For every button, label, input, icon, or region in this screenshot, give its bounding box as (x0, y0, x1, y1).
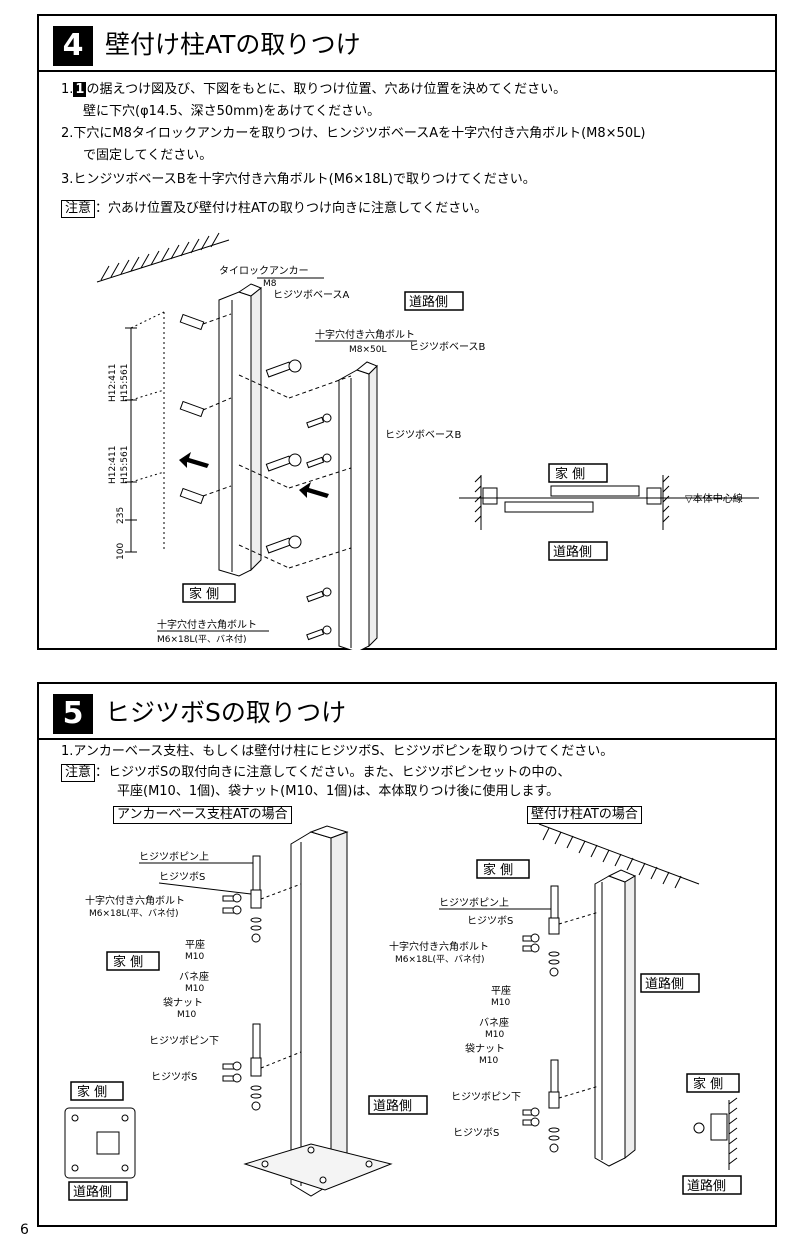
dimension-label: H12:411 (108, 364, 118, 402)
bolt-label: 十字穴付き六角ボルト (389, 940, 489, 953)
instruction-text: の据えつけ図及び、下図をもとに、取りつけ位置、穴あけ位置を決めてください。 (86, 82, 567, 97)
house-side-label: 家 側 (113, 954, 143, 970)
bolt-label: 十字穴付き六角ボルト (85, 894, 185, 907)
center-line-label: ▽本体中心線 (685, 492, 743, 505)
tie-lock-anchor-label: タイロックアンカー (219, 265, 309, 277)
section-number: 4 (53, 26, 93, 66)
small-road-label: 道路側 (687, 1178, 726, 1194)
hinge-base-a-label: ヒジツボベースA (273, 289, 349, 301)
height-dimension-line (125, 311, 165, 553)
pin-bottom-label: ヒジツボピン下 (451, 1091, 521, 1103)
caution-text: ：ヒジツボSの取付向きに注意してください。また、ヒジツボピンセットの中の、 (95, 765, 571, 780)
hinge-base-b (338, 361, 378, 650)
dimension-label: H15:561 (120, 446, 130, 484)
hinge-s-label: ヒジツボS (467, 915, 513, 927)
right-subtitle: 壁付け柱ATの場合 (527, 806, 642, 824)
house-side-label: 家 側 (483, 862, 513, 878)
hinge-s-label: ヒジツボS (453, 1127, 499, 1139)
spring-washer-spec: M10 (485, 1030, 504, 1040)
spring-washer-spec: M10 (185, 984, 204, 994)
dimension-label: 235 (116, 507, 126, 524)
m8-label: M8 (263, 279, 277, 289)
hinge-s-label: ヒジツボS (159, 871, 205, 883)
dimension-label: H12:411 (108, 446, 118, 484)
tie-lock-anchor (179, 313, 205, 505)
small-road-label: 道路側 (73, 1184, 112, 1200)
base-plate-plan (64, 1107, 136, 1179)
direction-arrow (179, 452, 329, 498)
instruction-number: 1. (61, 82, 74, 97)
caution-note: 注意：穴あけ位置及び壁付け柱ATの取りつけ向きに注意してください。 (61, 200, 487, 218)
left-subtitle: アンカーベース支柱ATの場合 (113, 806, 292, 824)
anchor-base-post (243, 825, 393, 1197)
washer-label: 平座 (491, 984, 511, 997)
washer-spec: M10 (185, 952, 204, 962)
instruction-2a: 2.下穴にM8タイロックアンカーを取りつけ、ヒンジツボベースAを十字穴付き六角ボ… (61, 126, 646, 141)
small-house-label: 家 側 (77, 1084, 107, 1100)
left-hinge-hardware (222, 855, 262, 1111)
section-number: 5 (53, 694, 93, 734)
section-4-header: 4 壁付け柱ATの取りつけ (39, 16, 775, 72)
bolt-spec: M6×18L(平、バネ付) (89, 908, 179, 919)
hinge-assembly-diagram: ヒジツボピン上 ヒジツボS 十字穴付き六角ボルト M6×18L(平、バネ付) 家… (64, 824, 742, 1201)
house-side-label: 家 側 (189, 586, 219, 602)
right-hinge-hardware (522, 885, 560, 1153)
cap-nut-spec: M10 (479, 1056, 498, 1066)
hinge-base-a (218, 283, 262, 577)
hinge-s-label: ヒジツボS (151, 1071, 197, 1083)
washer-label: 平座 (185, 938, 205, 951)
dimension-label: H15:561 (120, 364, 130, 402)
m8-bolt (265, 359, 302, 554)
cap-nut-spec: M10 (177, 1010, 196, 1020)
caution-label: 注意 (61, 200, 96, 218)
road-side-label: 道路側 (409, 294, 448, 310)
wall-hatching (538, 824, 700, 889)
caution-label: 注意 (61, 764, 96, 782)
cap-nut-label: 袋ナット (163, 996, 203, 1009)
instruction-1b: 壁に下穴(φ14.5、深さ50mm)をあけてください。 (83, 104, 381, 119)
page-number: 6 (20, 1222, 29, 1238)
small-house-label: 家 側 (693, 1076, 723, 1092)
m8-bolt-spec: M8×50L (349, 345, 387, 355)
instruction-1: 1.アンカーベース支柱、もしくは壁付け柱にヒジツボS、ヒジツボピンを取りつけてく… (61, 744, 614, 759)
cap-nut-label: 袋ナット (465, 1042, 505, 1055)
caution-text: ：穴あけ位置及び壁付け柱ATの取りつけ向きに注意してください。 (95, 201, 488, 216)
caution-note: 注意：ヒジツボSの取付向きに注意してください。また、ヒジツボピンセットの中の、 (61, 764, 571, 782)
spring-washer-label: バネ座 (479, 1016, 509, 1029)
section-title: ヒジツボSの取りつけ (105, 698, 347, 727)
m6-bolt-spec: M6×18L(平、バネ付) (157, 634, 247, 645)
m6-bolt (306, 413, 332, 641)
spring-washer-label: バネ座 (179, 970, 209, 983)
caution-text-2: 平座(M10、1個)、袋ナット(M10、1個)は、本体取りつけ後に使用します。 (117, 784, 560, 799)
hinge-base-b-label: ヒジツボベースB (385, 429, 461, 441)
bolt-spec: M6×18L(平、バネ付) (395, 954, 485, 965)
instruction-2b: で固定してください。 (83, 148, 213, 163)
wall-mount-diagram: H12:411 H15:561 H12:411 H15:561 235 100 (96, 232, 759, 650)
anchor-bolt (261, 1146, 373, 1184)
plan-house-label: 家 側 (555, 466, 585, 482)
m6-bolt-label: 十字穴付き六角ボルト (157, 618, 257, 631)
instruction-3: 3.ヒンジツボベースBを十字穴付き六角ボルト(M6×18L)で取りつけてください… (61, 172, 536, 187)
section-title: 壁付け柱ATの取りつけ (105, 30, 361, 59)
hinge-base-b-label: ヒジツボベースB (409, 341, 485, 353)
road-side-label: 道路側 (373, 1098, 412, 1114)
assembly-guide-lines (202, 313, 352, 569)
road-side-label: 道路側 (645, 976, 684, 992)
wall-hatching (96, 232, 230, 283)
section-5-header: 5 ヒジツボSの取りつけ (39, 684, 775, 740)
wall-plan-view (693, 1097, 738, 1170)
washer-spec: M10 (491, 998, 510, 1008)
pin-top-label: ヒジツボピン上 (439, 897, 509, 909)
wall-mount-post (594, 869, 637, 1167)
pin-top-label: ヒジツボピン上 (139, 851, 209, 863)
m8-bolt-label: 十字穴付き六角ボルト (315, 328, 415, 341)
step-reference-box: 1 (73, 82, 87, 97)
section-5: 5 ヒジツボSの取りつけ 1.アンカーベース支柱、もしくは壁付け柱にヒジツボS、… (37, 682, 777, 1227)
dimension-label: 100 (116, 543, 126, 560)
plan-view (459, 475, 759, 530)
plan-road-label: 道路側 (553, 544, 592, 560)
pin-bottom-label: ヒジツボピン下 (149, 1035, 219, 1047)
